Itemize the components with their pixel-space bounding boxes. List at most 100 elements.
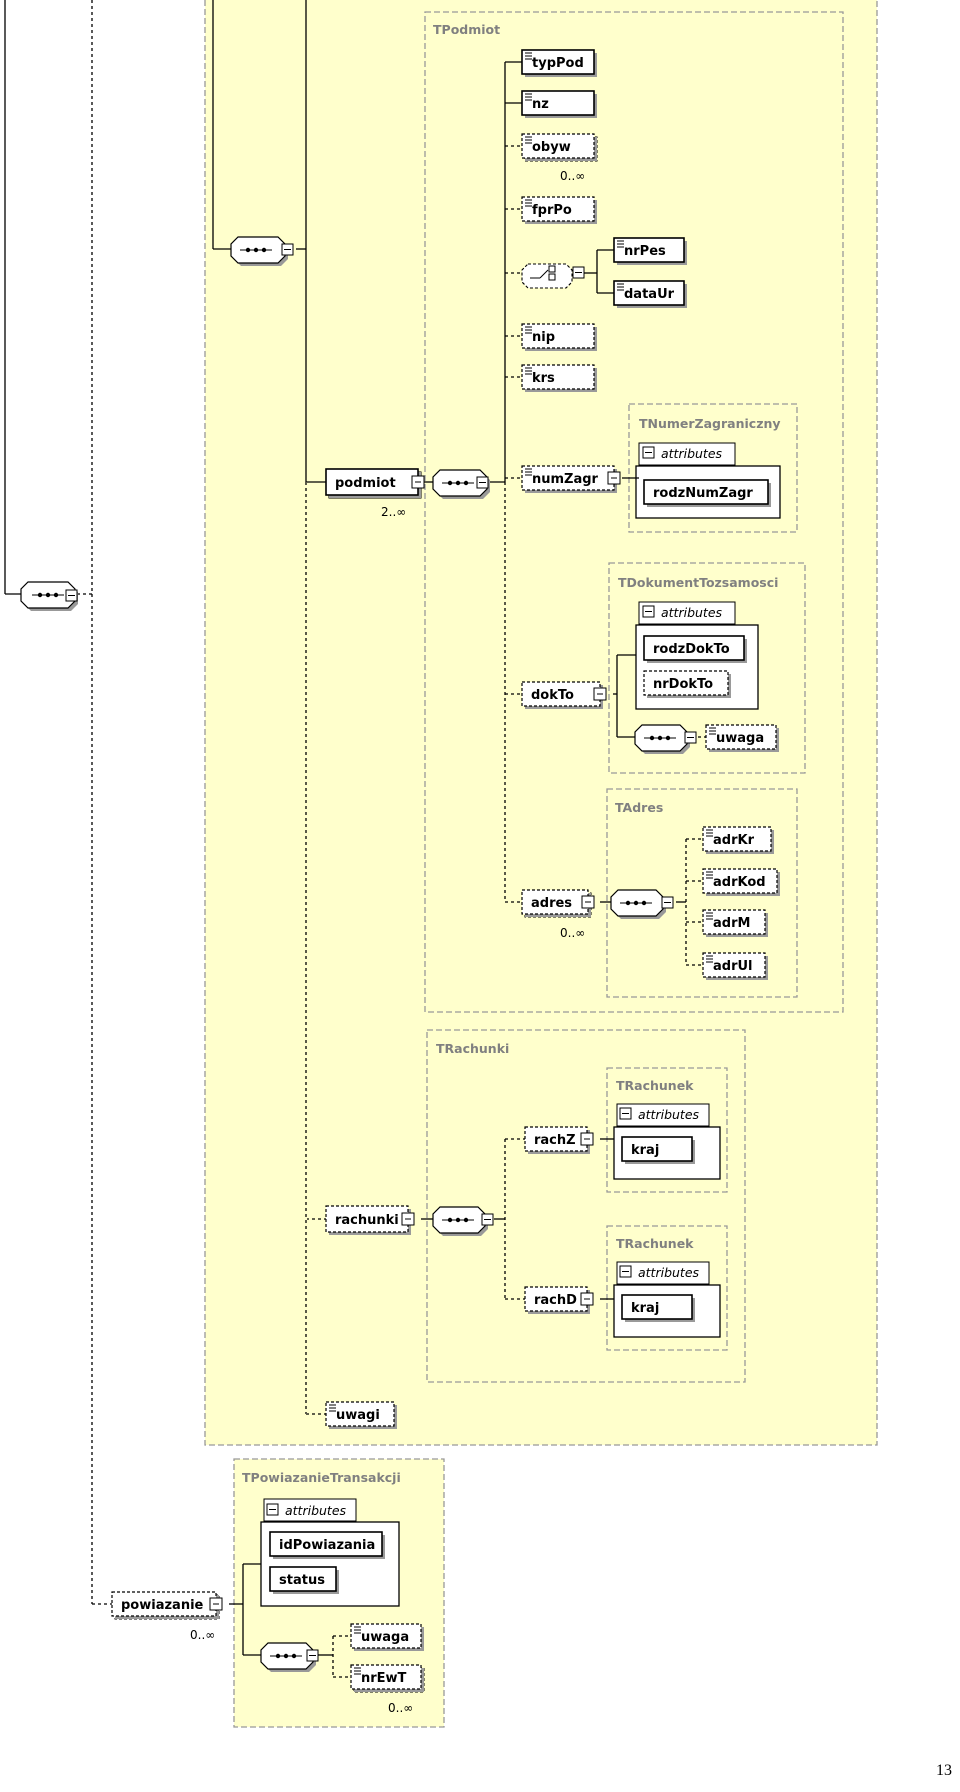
attributes-label: attributes	[638, 1107, 700, 1122]
element-rachunki[interactable]: rachunki	[325, 1205, 415, 1235]
element-dokTo[interactable]: dokTo	[521, 681, 607, 709]
element-label: adrM	[713, 916, 750, 931]
element-label: uwagi	[336, 1408, 380, 1423]
cardinality-podmiot: 2..∞	[381, 505, 406, 519]
collapse-icon[interactable]	[411, 475, 425, 489]
element-uwagi[interactable]: uwagi	[325, 1401, 397, 1429]
element-rodzDokTo[interactable]: rodzDokTo	[643, 635, 747, 663]
element-label: rodzDokTo	[653, 642, 730, 657]
collapse-icon[interactable]	[401, 1212, 415, 1226]
text-content-icon	[525, 52, 532, 60]
element-adrKod[interactable]: adrKod	[702, 868, 780, 896]
element-label: adres	[531, 896, 572, 911]
type-title-tnumer: TNumerZagraniczny	[639, 416, 781, 431]
element-nz[interactable]: nz	[521, 90, 597, 118]
element-dataUr[interactable]: dataUr	[613, 280, 687, 308]
element-adres[interactable]: adres	[521, 889, 595, 918]
element-label: powiazanie	[121, 1598, 204, 1613]
attributes-box-rachz: attributes	[613, 1103, 721, 1180]
text-content-icon	[617, 240, 624, 248]
element-nrDokTo[interactable]: nrDokTo	[643, 670, 731, 698]
text-content-icon	[354, 1626, 361, 1634]
element-label: kraj	[631, 1143, 659, 1158]
element-label: uwaga	[361, 1630, 409, 1645]
element-label: krs	[532, 371, 555, 386]
text-content-icon	[329, 1404, 336, 1412]
element-typPod[interactable]: typPod	[521, 49, 597, 77]
sequence-compositor-adres	[610, 889, 674, 919]
text-content-icon	[354, 1667, 361, 1675]
element-kraj-z[interactable]: kraj	[621, 1136, 695, 1164]
attributes-label: attributes	[661, 446, 723, 461]
sequence-compositor-powiazanie	[260, 1642, 319, 1672]
text-content-icon	[706, 955, 713, 963]
element-nrEwT[interactable]: nrEwT	[350, 1664, 425, 1693]
collapse-icon[interactable]	[593, 687, 607, 701]
element-podmiot[interactable]: podmiot	[325, 468, 425, 499]
cardinality-adres: 0..∞	[560, 926, 585, 940]
element-adrM[interactable]: adrM	[702, 909, 768, 937]
text-content-icon	[709, 727, 716, 735]
text-content-icon	[525, 136, 532, 144]
element-uwaga-pow[interactable]: uwaga	[350, 1623, 424, 1651]
text-content-icon	[525, 468, 532, 476]
type-title-trachunki: TRachunki	[436, 1041, 509, 1056]
choice-compositor-pesel	[521, 263, 585, 289]
choice-compositor-outer	[230, 236, 294, 266]
element-rachD[interactable]: rachD	[524, 1286, 594, 1314]
element-adrKr[interactable]: adrKr	[702, 826, 774, 854]
attributes-label: attributes	[285, 1503, 347, 1518]
element-fprPo[interactable]: fprPo	[521, 196, 597, 224]
text-content-icon	[706, 829, 713, 837]
element-krs[interactable]: krs	[521, 364, 597, 392]
element-label: dataUr	[624, 287, 675, 302]
element-status[interactable]: status	[269, 1566, 339, 1594]
element-numZagr[interactable]: numZagr	[521, 465, 621, 493]
text-content-icon	[525, 93, 532, 101]
element-rodzNumZagr[interactable]: rodzNumZagr	[643, 479, 771, 507]
element-label: nz	[532, 97, 549, 112]
collapse-icon[interactable]	[581, 895, 595, 909]
element-powiazanie[interactable]: powiazanie	[111, 1591, 223, 1620]
element-adrUl[interactable]: adrUl	[702, 952, 768, 980]
collapse-icon[interactable]	[580, 1292, 594, 1306]
collapse-icon[interactable]	[580, 1132, 594, 1146]
element-label: typPod	[532, 56, 584, 71]
element-label: obyw	[532, 140, 571, 155]
element-label: podmiot	[335, 476, 396, 491]
type-title-trachunek-d: TRachunek	[616, 1236, 694, 1251]
element-label: adrKr	[713, 833, 755, 848]
element-kraj-d[interactable]: kraj	[621, 1294, 695, 1322]
element-label: idPowiazania	[279, 1538, 375, 1553]
element-obyw[interactable]: obyw	[521, 133, 598, 162]
text-content-icon	[706, 912, 713, 920]
cardinality-obyw: 0..∞	[560, 169, 585, 183]
text-content-icon	[706, 871, 713, 879]
text-content-icon	[617, 283, 624, 291]
sequence-compositor-rachunki	[432, 1206, 494, 1236]
element-uwaga-dok[interactable]: uwaga	[705, 724, 779, 752]
element-label: fprPo	[532, 203, 572, 218]
collapse-icon[interactable]	[209, 1597, 223, 1611]
page-number: 13	[936, 1762, 952, 1779]
element-label: nrPes	[624, 244, 666, 259]
text-content-icon	[525, 199, 532, 207]
type-title-trachunek-z: TRachunek	[616, 1078, 694, 1093]
element-label: rachZ	[534, 1133, 576, 1148]
element-rachZ[interactable]: rachZ	[524, 1126, 594, 1154]
element-label: nip	[532, 330, 555, 345]
element-nip[interactable]: nip	[521, 323, 597, 351]
element-idPowiazania[interactable]: idPowiazania	[269, 1531, 385, 1559]
collapse-icon[interactable]	[607, 471, 621, 485]
element-nrPes[interactable]: nrPes	[613, 237, 687, 265]
connectors	[4, 0, 708, 1678]
element-label: adrUl	[713, 959, 753, 974]
elements-layer: podmiot typPod nz obyw fprPo nrPes dataUr nip kr…	[111, 49, 780, 1693]
cardinality-powiazanie: 0..∞	[190, 1628, 215, 1642]
element-label: kraj	[631, 1301, 659, 1316]
element-label: nrDokTo	[653, 677, 713, 692]
type-title-tpodmiot: TPodmiot	[433, 22, 500, 37]
element-label: status	[279, 1573, 325, 1588]
element-label: nrEwT	[361, 1671, 407, 1686]
